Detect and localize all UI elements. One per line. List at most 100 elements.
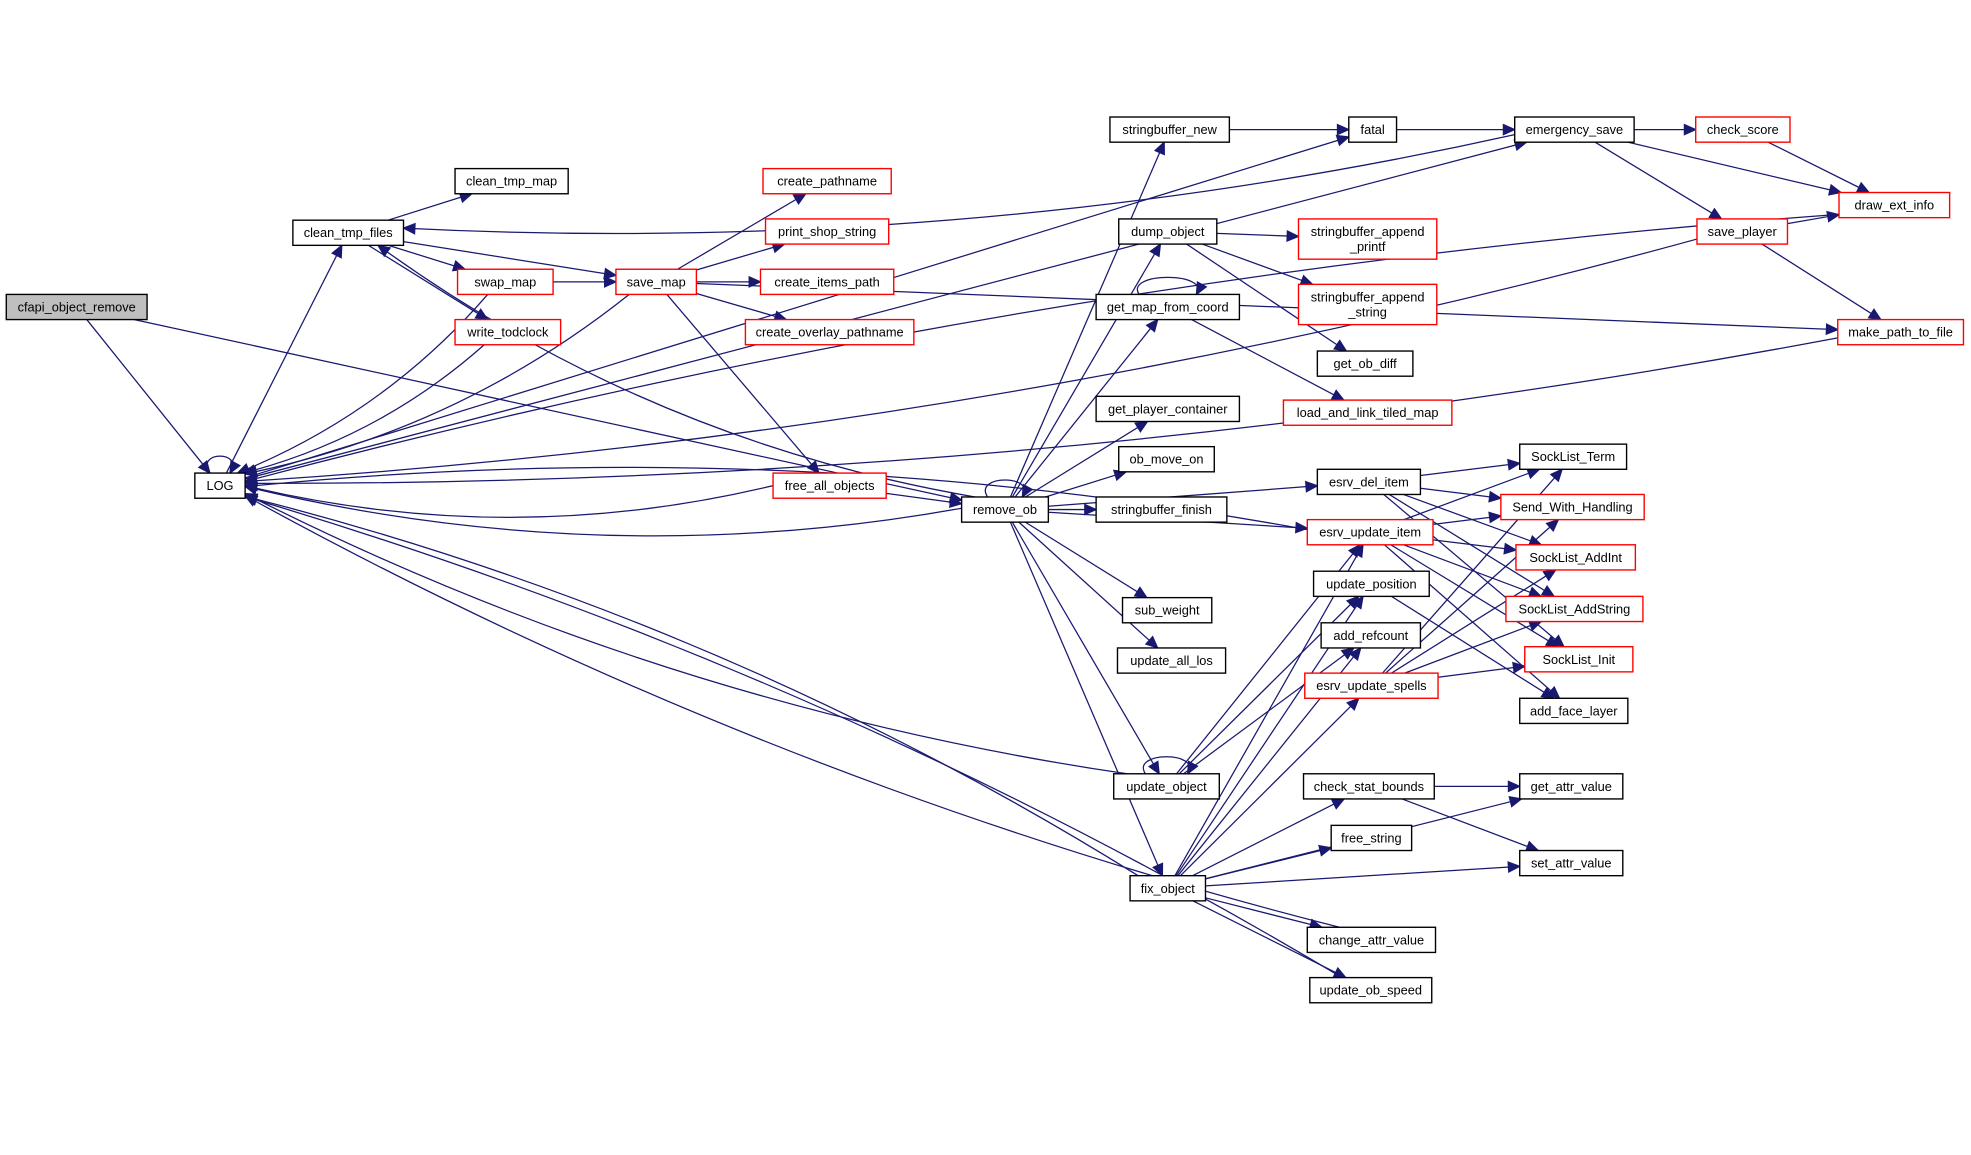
node-stringbuffer-append-string[interactable]: stringbuffer_append_string — [1297, 283, 1438, 326]
node-write-todclock[interactable]: write_todclock — [454, 318, 562, 346]
node-create-overlay-pathname[interactable]: create_overlay_pathname — [744, 318, 915, 346]
node-box[interactable] — [1306, 926, 1437, 954]
node-esrv-update-item[interactable]: esrv_update_item — [1306, 518, 1434, 546]
node-update-position[interactable]: update_position — [1312, 570, 1430, 598]
node-box[interactable] — [1304, 672, 1439, 699]
node-box[interactable] — [1121, 596, 1213, 624]
node-set-attr-value[interactable]: set_attr_value — [1519, 849, 1624, 877]
node-box[interactable] — [759, 268, 895, 296]
node-check-score[interactable]: check_score — [1695, 116, 1791, 143]
node-stringbuffer-append-printf[interactable]: stringbuffer_append_printf — [1297, 218, 1438, 260]
node-sub-weight[interactable]: sub_weight — [1121, 596, 1213, 624]
node-check-stat-bounds[interactable]: check_stat_bounds — [1302, 773, 1435, 800]
node-update-ob-speed[interactable]: update_ob_speed — [1309, 976, 1433, 1004]
node-change-attr-value[interactable]: change_attr_value — [1306, 926, 1437, 954]
node-box[interactable] — [1113, 773, 1220, 800]
node-box[interactable] — [762, 167, 892, 195]
node-swap-map[interactable]: swap_map — [456, 268, 554, 296]
node-free-all-objects[interactable]: free_all_objects — [772, 472, 887, 499]
node-box[interactable] — [615, 268, 698, 296]
node-box[interactable] — [1297, 283, 1438, 326]
node-add-face-layer[interactable]: add_face_layer — [1519, 697, 1629, 725]
node-socklist-term[interactable]: SockList_Term — [1519, 443, 1628, 470]
node-box[interactable] — [1116, 647, 1227, 674]
node-fix-object[interactable]: fix_object — [1129, 874, 1207, 902]
node-get-map-from-coord[interactable]: get_map_from_coord — [1095, 293, 1241, 321]
node-box[interactable] — [1320, 622, 1422, 649]
node-cfapi-object-remove[interactable]: cfapi_object_remove — [5, 293, 148, 321]
node-box[interactable] — [1514, 116, 1635, 143]
node-add-refcount[interactable]: add_refcount — [1320, 622, 1422, 649]
node-box[interactable] — [960, 496, 1050, 523]
node-get-ob-diff[interactable]: get_ob_diff — [1316, 350, 1414, 377]
node-draw-ext-info[interactable]: draw_ext_info — [1838, 191, 1951, 219]
node-box[interactable] — [1519, 697, 1629, 725]
node-make-path-to-file[interactable]: make_path_to_file — [1837, 318, 1965, 346]
node-box[interactable] — [764, 218, 890, 245]
node-box[interactable] — [1129, 874, 1207, 902]
node-box[interactable] — [454, 167, 569, 195]
node-update-all-los[interactable]: update_all_los — [1116, 647, 1227, 674]
node-box[interactable] — [1302, 773, 1435, 800]
node-box[interactable] — [1095, 395, 1241, 423]
node-box[interactable] — [1505, 595, 1644, 623]
node-box[interactable] — [1330, 824, 1413, 852]
node-box[interactable] — [1118, 445, 1215, 473]
node-box[interactable] — [1316, 350, 1414, 377]
node-box[interactable] — [1838, 191, 1951, 219]
node-box[interactable] — [1282, 399, 1453, 426]
node-box[interactable] — [1316, 468, 1422, 496]
node-stringbuffer-new[interactable]: stringbuffer_new — [1109, 116, 1231, 143]
node-remove-ob[interactable]: remove_ob — [960, 496, 1050, 523]
node-create-pathname[interactable]: create_pathname — [762, 167, 892, 195]
node-box[interactable] — [1309, 976, 1433, 1004]
node-box[interactable] — [1524, 646, 1634, 673]
node-box[interactable] — [1837, 318, 1965, 346]
node-box[interactable] — [1306, 518, 1434, 546]
node-box[interactable] — [292, 219, 405, 247]
node-box[interactable] — [454, 318, 562, 346]
node-send-with-handling[interactable]: Send_With_Handling — [1500, 493, 1645, 521]
node-get-player-container[interactable]: get_player_container — [1095, 395, 1241, 423]
node-esrv-update-spells[interactable]: esrv_update_spells — [1304, 672, 1439, 699]
node-dump-object[interactable]: dump_object — [1118, 218, 1218, 245]
node-box[interactable] — [1696, 218, 1789, 245]
node-box[interactable] — [1095, 496, 1228, 523]
node-box[interactable] — [1519, 443, 1628, 470]
node-box[interactable] — [1695, 116, 1791, 143]
node-box[interactable] — [744, 318, 915, 346]
node-box[interactable] — [1519, 773, 1624, 800]
node-box[interactable] — [1500, 493, 1645, 521]
node-box[interactable] — [1348, 116, 1398, 143]
node-box[interactable] — [456, 268, 554, 296]
node-socklist-addint[interactable]: SockList_AddInt — [1515, 544, 1637, 571]
node-save-player[interactable]: save_player — [1696, 218, 1789, 245]
node-box[interactable] — [1519, 849, 1624, 877]
node-box[interactable] — [1297, 218, 1438, 260]
node-stringbuffer-finish[interactable]: stringbuffer_finish — [1095, 496, 1228, 523]
node-create-items-path[interactable]: create_items_path — [759, 268, 895, 296]
node-ob-move-on[interactable]: ob_move_on — [1118, 445, 1215, 473]
node-clean-tmp-files[interactable]: clean_tmp_files — [292, 219, 405, 247]
node-update-object[interactable]: update_object — [1113, 773, 1220, 800]
node-socklist-addstring[interactable]: SockList_AddString — [1505, 595, 1644, 623]
node-box[interactable] — [1312, 570, 1430, 598]
node-get-attr-value[interactable]: get_attr_value — [1519, 773, 1624, 800]
node-esrv-del-item[interactable]: esrv_del_item — [1316, 468, 1422, 496]
node-box[interactable] — [5, 293, 148, 321]
node-box[interactable] — [1095, 293, 1241, 321]
node-box[interactable] — [1515, 544, 1637, 571]
node-box[interactable] — [1109, 116, 1231, 143]
node-box[interactable] — [194, 472, 246, 499]
node-load-and-link-tiled-map[interactable]: load_and_link_tiled_map — [1282, 399, 1453, 426]
node-fatal[interactable]: fatal — [1348, 116, 1398, 143]
node-free-string[interactable]: free_string — [1330, 824, 1413, 852]
node-socklist-init[interactable]: SockList_Init — [1524, 646, 1634, 673]
node-emergency-save[interactable]: emergency_save — [1514, 116, 1635, 143]
node-save-map[interactable]: save_map — [615, 268, 698, 296]
node-print-shop-string[interactable]: print_shop_string — [764, 218, 890, 245]
node-box[interactable] — [772, 472, 887, 499]
node-box[interactable] — [1118, 218, 1218, 245]
node-clean-tmp-map[interactable]: clean_tmp_map — [454, 167, 569, 195]
node-log[interactable]: LOG — [194, 472, 246, 499]
